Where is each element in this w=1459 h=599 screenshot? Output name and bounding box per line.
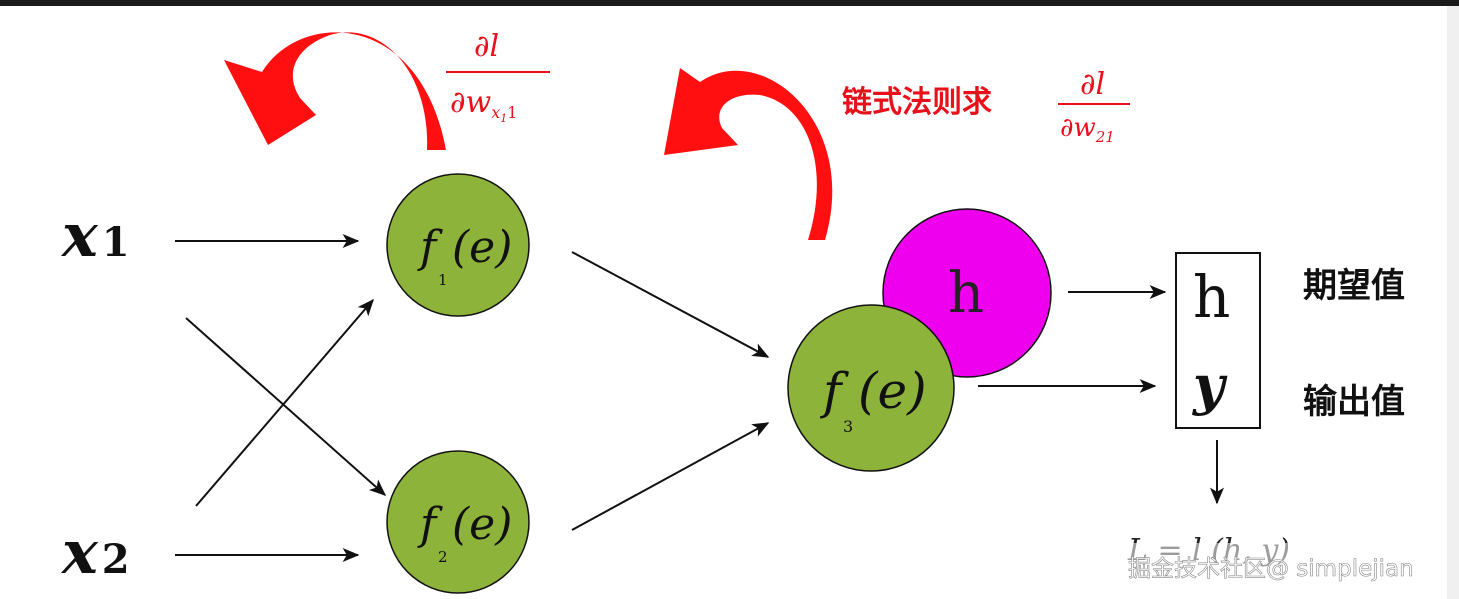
neuron-f1: f 1 (e) [386,173,530,317]
arrow-f2-to-f3 [571,422,770,531]
svg-text:y: y [1192,353,1228,417]
neuron-f2: f 2 (e) [386,450,530,594]
svg-text:h: h [1193,263,1230,331]
svg-text:3: 3 [843,417,853,436]
neuron-f3: f 3 (e) [787,304,955,472]
svg-text:∂l: ∂l [1080,67,1105,102]
arrow-f1-to-f3 [571,251,770,358]
output-box: h y [1175,252,1261,429]
arrow-x2-to-f1 [195,298,374,507]
gradient-formula-2: 链式法则求 ∂l ∂w21 [842,67,1130,146]
gradient-formula-1: ∂l ∂wx11 [446,29,550,125]
svg-text:h: h [948,261,984,326]
watermark: 掘金技术社区@ simplejian [1128,556,1414,582]
backprop-arrow-2 [664,68,833,240]
arrow-x1-to-f2 [185,317,387,496]
svg-text:(e): (e) [858,362,927,420]
svg-text:∂wx11: ∂wx11 [450,85,517,125]
svg-text:∂l: ∂l [474,29,499,64]
svg-text:∂w21: ∂w21 [1060,113,1115,146]
top-bar [0,0,1459,6]
svg-text:(e): (e) [452,222,512,273]
svg-text:(e): (e) [452,499,512,550]
right-edge-strip [1447,6,1459,599]
backprop-arrow-1 [224,32,446,150]
svg-text:链式法则求: 链式法则求 [842,85,992,120]
expected-value-label: 期望值 [1303,266,1405,306]
svg-text:1: 1 [438,271,448,289]
output-value-label: 输出值 [1303,382,1405,422]
svg-text:2: 2 [438,548,448,566]
